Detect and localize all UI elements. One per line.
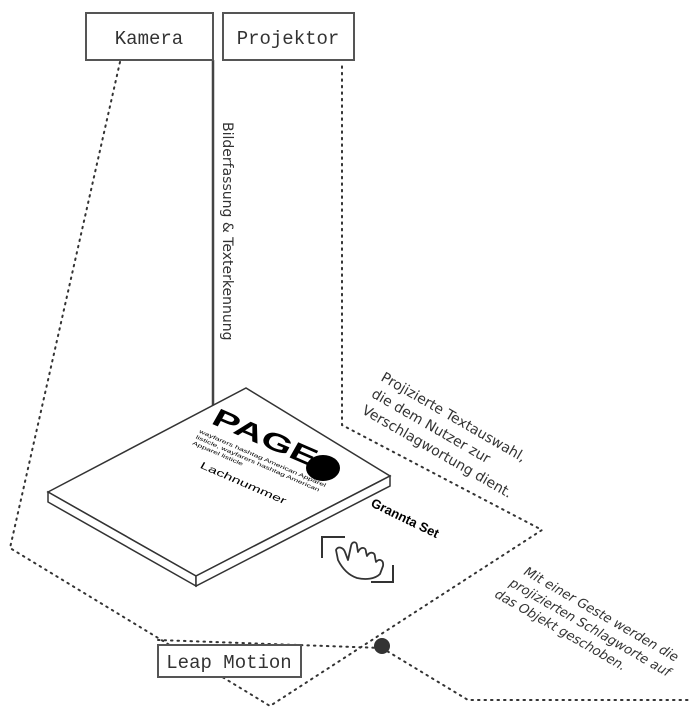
projector-label: Projektor	[237, 28, 340, 50]
bracket-bottom-right	[371, 565, 394, 583]
page-side-right	[195, 474, 391, 588]
page-object: PAGE wayfarers hashtag American Apparel …	[46, 387, 392, 588]
bracket-top-left	[321, 536, 345, 558]
page-dot-icon	[306, 455, 340, 481]
gesture-dotted-line	[381, 647, 691, 701]
camera-label: Kamera	[115, 28, 183, 50]
leap-motion-box: Leap Motion	[157, 644, 302, 678]
projector-box: Projektor	[222, 12, 355, 61]
projected-keyword: Grannta Set	[369, 495, 442, 541]
gesture-text-line-2: projizierten Schlagworte auf	[506, 575, 675, 681]
camera-box: Kamera	[85, 12, 214, 61]
gesture-dot-icon	[374, 638, 390, 654]
leap-motion-label: Leap Motion	[166, 652, 291, 674]
gesture-annotation: Mit einer Geste werden die projizierten …	[492, 564, 681, 681]
capture-label: Bilderfassung & Texterkennung	[219, 122, 235, 340]
projection-outline	[8, 61, 544, 708]
hand-icon	[321, 536, 394, 583]
